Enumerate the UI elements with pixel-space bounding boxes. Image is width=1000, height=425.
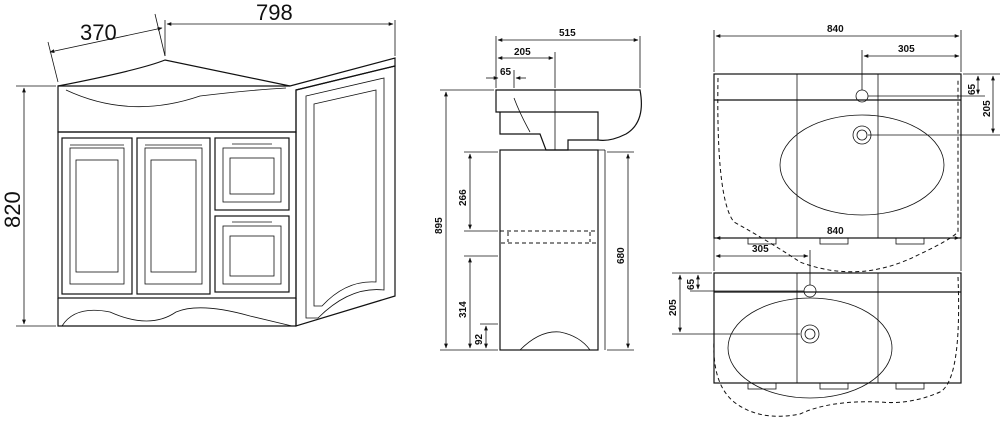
top-view-lower: 840 305 65 205 <box>668 226 962 417</box>
depth-dim-label: 370 <box>80 20 117 45</box>
lower-hole-offset-label: 305 <box>752 244 769 255</box>
upper-width-label: 840 <box>827 24 844 35</box>
upper-part-label: 266 <box>458 189 469 206</box>
width-dim-label: 798 <box>256 0 293 25</box>
plinth-label: 92 <box>474 333 485 345</box>
perspective-view: 370 798 820 <box>0 0 396 327</box>
upper-hole-offset-label: 305 <box>898 44 915 55</box>
side-view: 515 205 65 895 266 314 92 680 <box>434 28 642 351</box>
height-dim-label: 820 <box>0 191 25 228</box>
total-height-label: 895 <box>434 217 445 234</box>
lower-part-label: 314 <box>458 301 469 318</box>
lower-hole-depth-label: 205 <box>668 299 679 316</box>
edge-label: 65 <box>500 67 512 78</box>
upper-hole-depth-label: 205 <box>982 100 993 117</box>
lower-hole-edge-label: 65 <box>686 278 697 290</box>
lower-width-label: 840 <box>827 226 844 237</box>
upper-hole-edge-label: 65 <box>967 83 978 95</box>
sink-offset-label: 205 <box>514 47 531 58</box>
top-depth-label: 515 <box>559 28 576 39</box>
top-view-upper: 840 305 65 205 <box>713 24 1000 273</box>
cabinet-height-label: 680 <box>616 247 627 264</box>
